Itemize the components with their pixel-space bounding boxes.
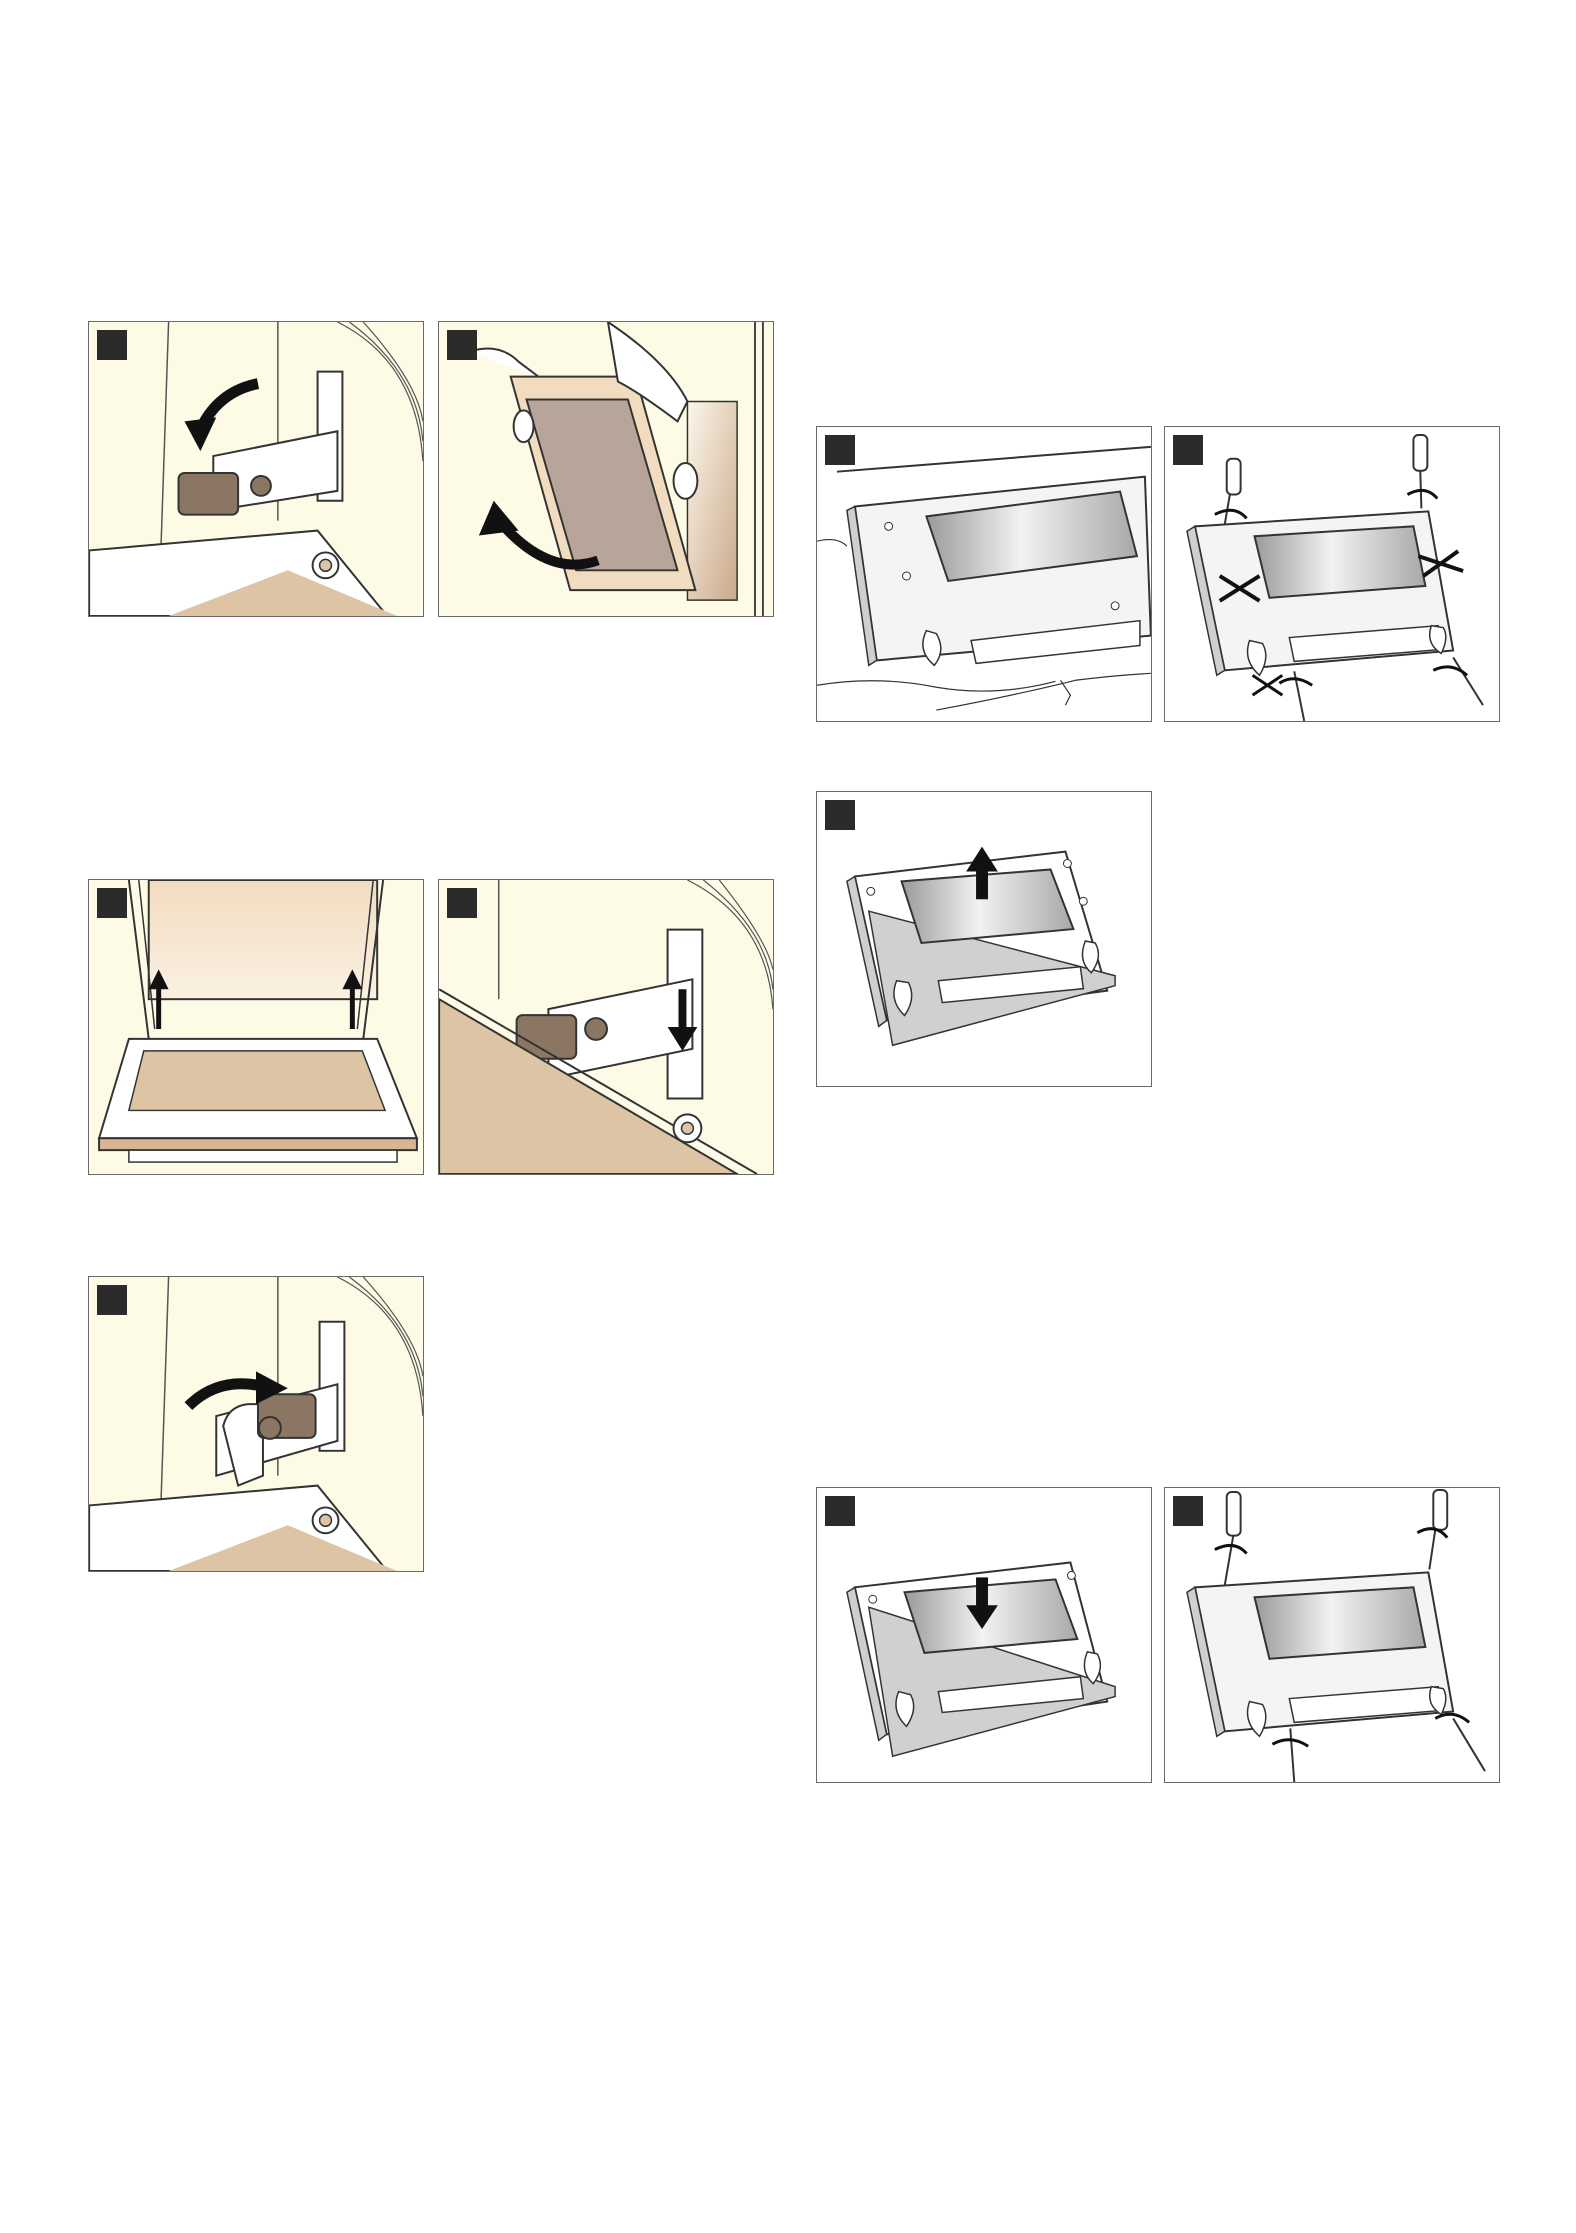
insert-door-panel [88,879,424,1175]
step-marker [447,330,477,360]
step-marker [825,800,855,830]
push-pane-panel [816,1487,1152,1783]
screw-cover-panel [1164,1487,1500,1783]
unscrew-cover-panel [1164,426,1500,722]
hinge-slot-down-icon [439,880,773,1174]
door-on-cloth-icon [817,427,1151,721]
lift-door-panel [438,321,774,617]
step-marker [97,888,127,918]
unscrew-icon [1165,427,1499,721]
step-marker [447,888,477,918]
hinge-lever-close-icon [89,1277,423,1571]
step-marker [97,330,127,360]
remove-door-icon [439,322,773,616]
pull-pane-up-icon [817,792,1151,1086]
pull-pane-panel [816,791,1152,1087]
step-marker [1173,435,1203,465]
step-marker [825,1496,855,1526]
step-marker [97,1285,127,1315]
door-face-down-panel [816,426,1152,722]
lock-hinge-panel [88,1276,424,1572]
step-marker [825,435,855,465]
screw-in-icon [1165,1488,1499,1782]
hinge-slot-panel [438,879,774,1175]
hinge-lever-open-icon [89,322,423,616]
step-marker [1173,1496,1203,1526]
unlock-hinge-panel [88,321,424,617]
push-pane-down-icon [817,1488,1151,1782]
hang-door-icon [89,880,423,1174]
